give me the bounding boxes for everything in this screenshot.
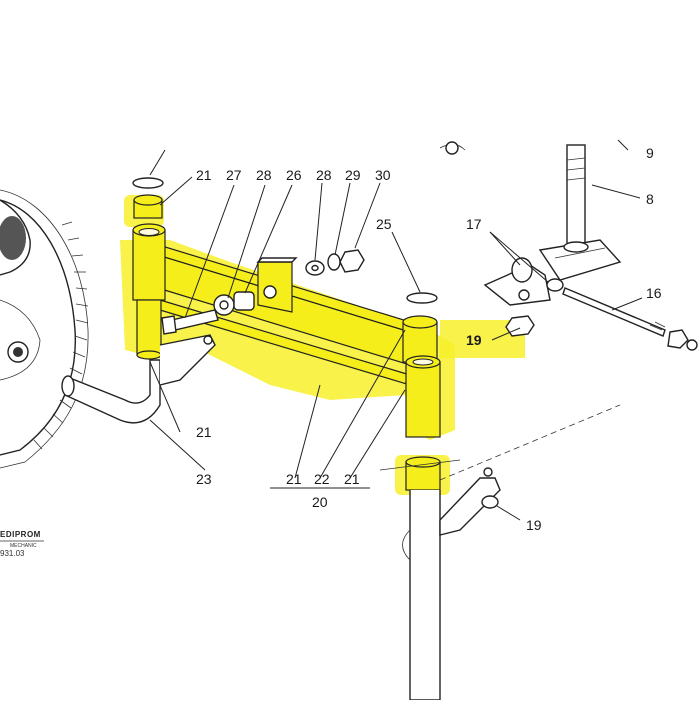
tire-drawing (0, 189, 89, 469)
label-part-30: 30 (375, 167, 391, 183)
label-part-20: 20 (312, 494, 328, 510)
label-part-8: 8 (646, 191, 654, 207)
left-kingpin (132, 177, 166, 360)
label-part-28-left: 28 (256, 167, 272, 183)
label-part-21-bottom-a: 21 (286, 471, 302, 487)
right-spindle (402, 467, 501, 701)
logo-code: 931.03 (0, 549, 25, 558)
label-part-21-top: 21 (196, 167, 212, 183)
label-part-28-right: 28 (316, 167, 332, 183)
label-part-26: 26 (286, 167, 302, 183)
label-part-16: 16 (646, 285, 662, 301)
logo-block: EDIPROM MECHANIC 931.03 (0, 530, 44, 558)
label-part-21-left: 21 (196, 424, 212, 440)
label-part-17: 17 (466, 216, 482, 232)
steering-column (439, 141, 622, 281)
logo-sub: MECHANIC (10, 543, 37, 549)
logo-brand: EDIPROM (0, 530, 41, 539)
label-part-23: 23 (196, 471, 212, 487)
label-part-19-lower: 19 (526, 517, 542, 533)
right-kingpin (402, 292, 441, 491)
label-part-29: 29 (345, 167, 361, 183)
left-spindle (61, 334, 216, 424)
leader-lines (149, 139, 643, 521)
drag-link (483, 257, 698, 351)
label-part-27: 27 (226, 167, 242, 183)
label-part-19-upper: 19 (466, 332, 482, 348)
part-labels: 9 8 17 16 21 27 28 26 28 29 30 25 19 21 … (196, 145, 662, 533)
label-part-9: 9 (646, 145, 654, 161)
label-part-21-bottom-b: 21 (344, 471, 360, 487)
label-part-25: 25 (376, 216, 392, 232)
label-part-22: 22 (314, 471, 330, 487)
